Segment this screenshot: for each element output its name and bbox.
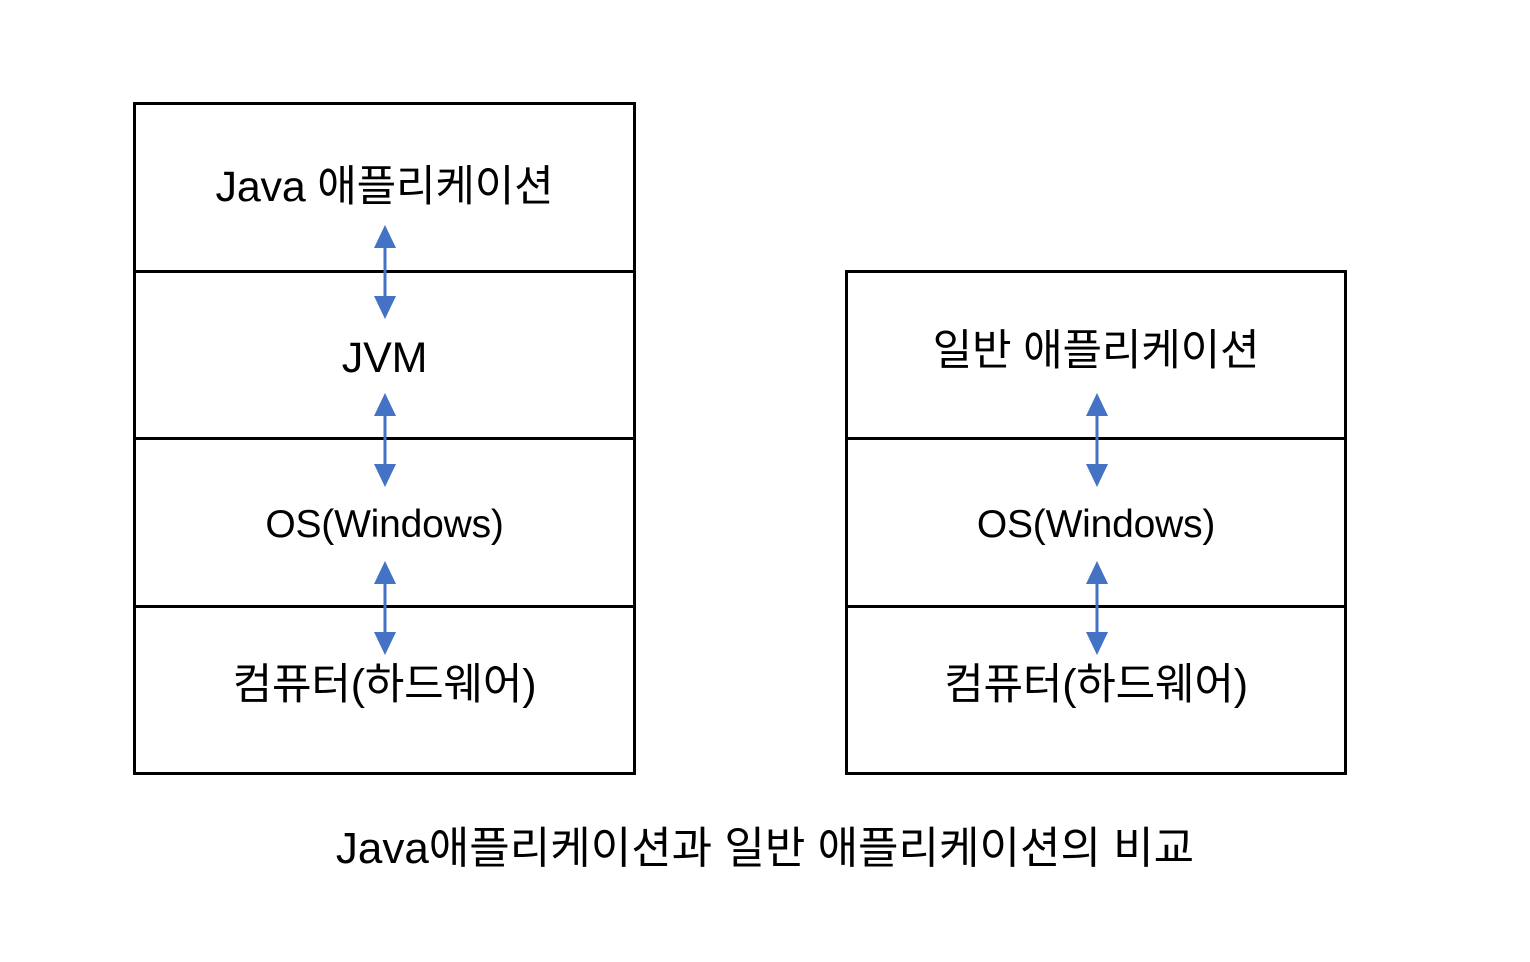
stack-layer-java-application: Java 애플리케이션	[136, 105, 633, 270]
java-application-stack: Java 애플리케이션 JVM OS(Windows) 컴퓨터(하드웨어)	[133, 102, 636, 775]
layer-label: 컴퓨터(하드웨어)	[232, 661, 537, 710]
stack-layer-computer-hardware: 컴퓨터(하드웨어)	[848, 604, 1344, 772]
layer-label: 컴퓨터(하드웨어)	[944, 661, 1248, 710]
stack-layer-os-windows: OS(Windows)	[848, 437, 1344, 604]
layer-label: 일반 애플리케이션	[932, 326, 1260, 375]
layer-label: OS(Windows)	[976, 503, 1216, 547]
figure-caption: Java애플리케이션과 일반 애플리케이션의 비교	[335, 824, 1195, 873]
stack-layer-general-application: 일반 애플리케이션	[848, 273, 1344, 437]
layer-label: Java 애플리케이션	[215, 162, 554, 211]
layer-label: OS(Windows)	[265, 502, 504, 546]
stack-layer-os-windows: OS(Windows)	[136, 437, 633, 605]
stack-layer-computer-hardware: 컴퓨터(하드웨어)	[136, 604, 633, 773]
native-application-stack: 일반 애플리케이션 OS(Windows) 컴퓨터(하드웨어)	[845, 270, 1347, 775]
stack-layer-jvm: JVM	[136, 269, 633, 438]
layer-label: JVM	[341, 334, 428, 383]
